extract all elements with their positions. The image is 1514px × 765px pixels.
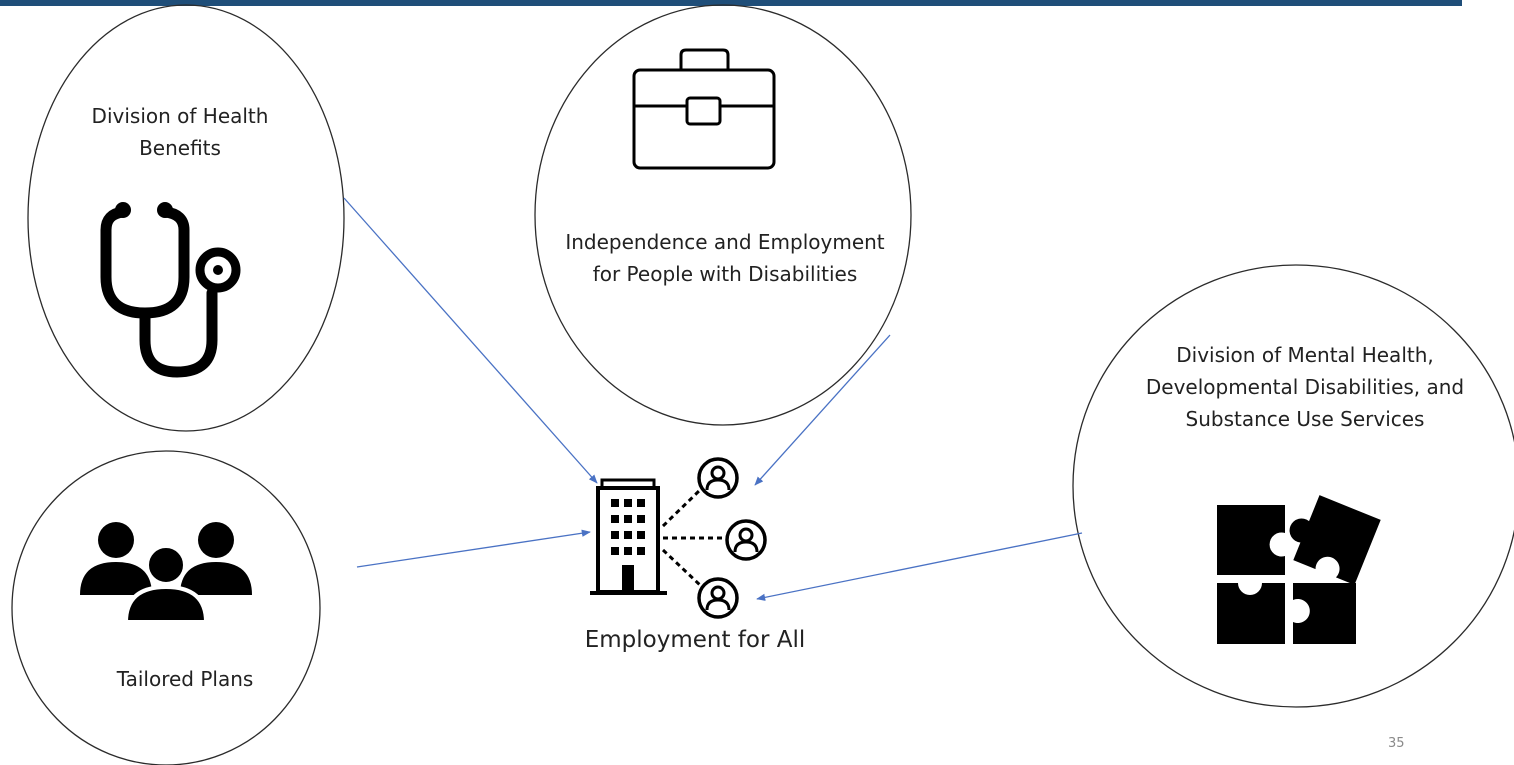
puzzle-icon [1217,495,1381,644]
mental-health-label-line: Substance Use Services [1185,407,1425,431]
people-group-icon [80,522,252,624]
mental-health-label-line: Developmental Disabilities, and [1145,375,1465,399]
briefcase-icon [632,48,776,170]
person-circle-icon [697,577,739,619]
independence-label-line: Independence and Employment [565,230,885,254]
arrow-mental-to-center [756,532,1083,601]
independence-label-line: for People with Disabilities [592,262,858,286]
mental-health-label-line: Division of Mental Health, [1176,343,1434,367]
person-circle-icon [697,457,739,499]
mental-health-label: Division of Mental Health, Developmental… [1110,339,1500,435]
stethoscope-icon [100,202,241,378]
mental-health-circle [1072,264,1514,708]
independence-label: Independence and Employment for People w… [540,226,910,290]
independence-circle [534,4,912,426]
page-number: 35 [1388,736,1405,751]
office-building-icon [590,478,726,595]
arrow-tailored-to-center [356,529,591,568]
employment-for-all-label: Employment for All [584,627,806,653]
tailored-plans-label: Tailored Plans [116,667,254,691]
arrow-independence-to-center [754,334,891,486]
header-bar [0,0,1462,6]
person-circle-icon [725,519,767,561]
health-benefits-label: Division of Health Benefits [91,104,269,160]
arrow-health-to-center [343,197,598,484]
health-benefits-circle [27,4,345,432]
tailored-plans-circle [11,450,321,765]
